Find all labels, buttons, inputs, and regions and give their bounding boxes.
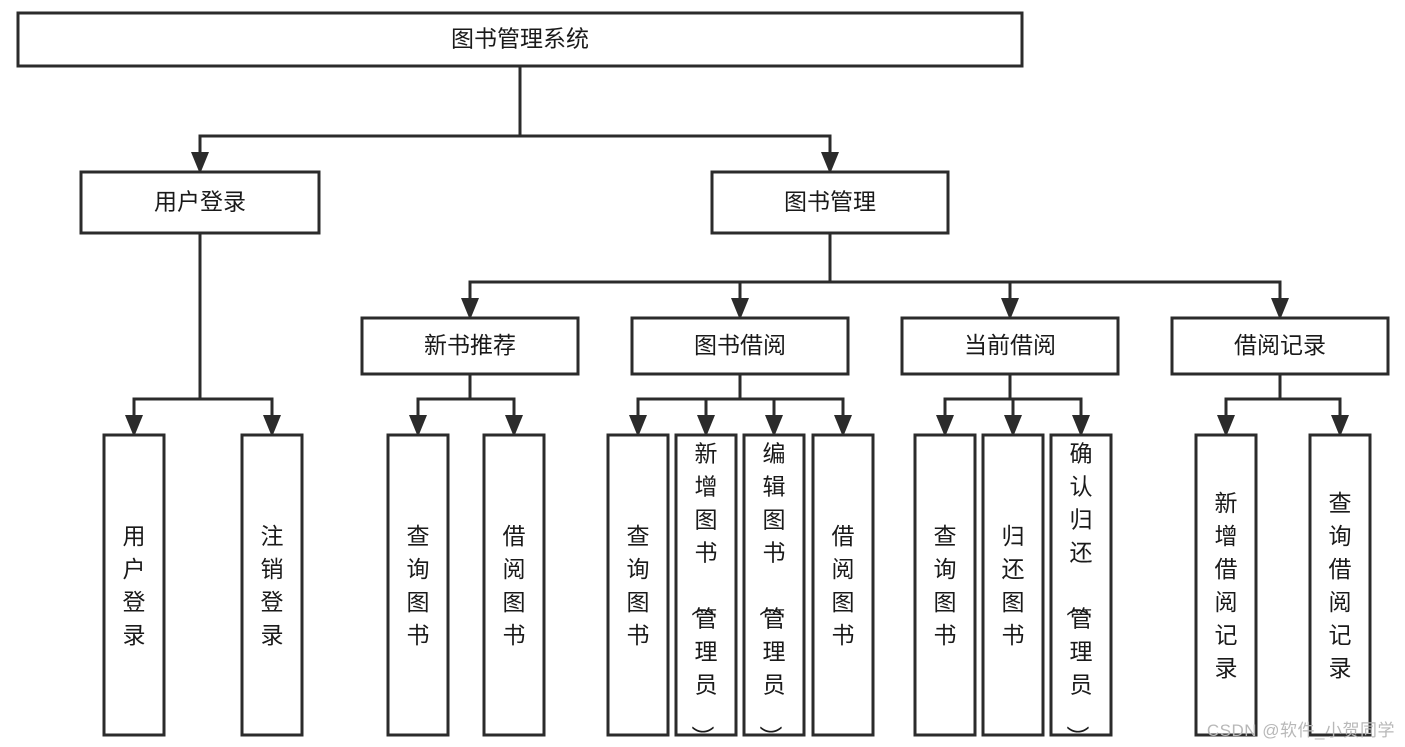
node-label: 注销登录 [261, 523, 284, 648]
node-box [482, 433, 546, 737]
node-leaf13[interactable]: 查询借阅记录 [1308, 433, 1372, 737]
node-l3d[interactable]: 借阅记录 [1170, 316, 1390, 376]
node-label: 新增借阅记录 [1215, 490, 1238, 681]
node-leaf09[interactable]: 查询图书 [913, 433, 977, 737]
node-leaf06[interactable]: 新增图书（管理员） [674, 433, 738, 747]
node-leaf12[interactable]: 新增借阅记录 [1194, 433, 1258, 737]
node-label: 新增图书（管理员） [690, 441, 718, 747]
node-box [16, 11, 1024, 68]
node-box [606, 433, 670, 737]
node-label: 当前借阅 [964, 332, 1056, 358]
node-label: 图书借阅 [694, 332, 786, 358]
node-label: 图书管理 [784, 189, 876, 215]
node-label: 借阅图书 [832, 523, 855, 648]
node-l2b[interactable]: 图书管理 [710, 170, 950, 235]
node-leaf05[interactable]: 查询图书 [606, 433, 670, 737]
node-label: 用户登录 [154, 189, 246, 215]
node-leaf07[interactable]: 编辑图书（管理员） [742, 433, 806, 747]
node-label: 查询图书 [627, 523, 650, 648]
node-label: 查询图书 [407, 523, 430, 648]
node-box [630, 316, 850, 376]
node-label: 用户登录 [123, 523, 146, 648]
node-box [102, 433, 166, 737]
node-box [1170, 316, 1390, 376]
node-box [913, 433, 977, 737]
node-l3a[interactable]: 新书推荐 [360, 316, 580, 376]
node-box [240, 433, 304, 737]
node-label: 编辑图书（管理员） [758, 441, 786, 747]
node-label: 新书推荐 [424, 332, 516, 358]
connector-layer [125, 64, 1349, 437]
node-label: 借阅图书 [503, 523, 526, 648]
node-layer: 图书管理系统用户登录图书管理新书推荐图书借阅当前借阅借阅记录用户登录注销登录查询… [16, 11, 1390, 747]
node-box [360, 316, 580, 376]
node-box [79, 170, 321, 235]
node-box [811, 433, 875, 737]
node-leaf10[interactable]: 归还图书 [981, 433, 1045, 737]
node-label: 归还图书 [1002, 523, 1025, 648]
node-l3c[interactable]: 当前借阅 [900, 316, 1120, 376]
node-box [742, 433, 806, 737]
node-label: 图书管理系统 [451, 26, 589, 52]
node-leaf04[interactable]: 借阅图书 [482, 433, 546, 737]
node-label: 查询借阅记录 [1329, 490, 1352, 681]
node-box [981, 433, 1045, 737]
node-box [386, 433, 450, 737]
node-label: 借阅记录 [1234, 332, 1326, 358]
node-box [674, 433, 738, 737]
node-label: 查询图书 [934, 523, 957, 648]
node-box [710, 170, 950, 235]
node-l3b[interactable]: 图书借阅 [630, 316, 850, 376]
node-leaf08[interactable]: 借阅图书 [811, 433, 875, 737]
node-box [1049, 433, 1113, 737]
node-box [1194, 433, 1258, 737]
node-root[interactable]: 图书管理系统 [16, 11, 1024, 68]
node-leaf02[interactable]: 注销登录 [240, 433, 304, 737]
node-leaf01[interactable]: 用户登录 [102, 433, 166, 737]
node-box [900, 316, 1120, 376]
node-l2a[interactable]: 用户登录 [79, 170, 321, 235]
node-box [1308, 433, 1372, 737]
node-leaf03[interactable]: 查询图书 [386, 433, 450, 737]
node-leaf11[interactable]: 确认归还（管理员） [1049, 433, 1113, 747]
node-label: 确认归还（管理员） [1065, 441, 1093, 747]
